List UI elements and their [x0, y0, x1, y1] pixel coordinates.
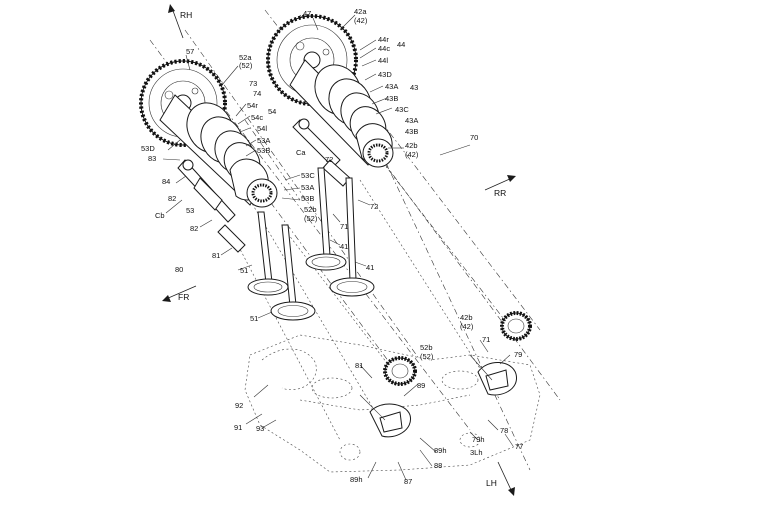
- label-91: 91: [234, 423, 242, 432]
- leader-lines: [162, 14, 514, 481]
- label-42b-2: 42b: [460, 313, 473, 322]
- label-43D: 43D: [378, 70, 392, 79]
- label-52b-2: 52b: [420, 343, 433, 352]
- label-82-2: 82: [190, 224, 198, 233]
- label-57: 57: [186, 47, 194, 56]
- label-72-1: 72: [325, 155, 333, 164]
- label-rh: RH: [180, 10, 192, 20]
- label-42b-1-paren: (42): [405, 150, 419, 159]
- label-52a-paren: (52): [239, 61, 253, 70]
- label-Cb: Cb: [155, 211, 165, 220]
- label-44: 44: [397, 40, 405, 49]
- label-89h-1: 89h: [434, 446, 447, 455]
- label-74: 74: [253, 89, 261, 98]
- label-80: 80: [175, 265, 183, 274]
- label-71-2: 71: [482, 335, 490, 344]
- label-78: 78: [500, 426, 508, 435]
- label-42b-2-paren: (42): [460, 322, 474, 331]
- label-51-1: 51: [240, 266, 248, 275]
- label-88: 88: [434, 461, 442, 470]
- label-43B-1: 43B: [385, 94, 398, 103]
- arrow-fr: FR: [162, 285, 197, 302]
- label-52a: 52a: [239, 53, 252, 62]
- label-53: 53: [186, 206, 194, 215]
- label-84: 84: [162, 177, 170, 186]
- camshaft-42a: [289, 59, 394, 168]
- label-81-2: 81: [355, 361, 363, 370]
- label-83: 83: [148, 154, 156, 163]
- valves-41: [305, 167, 375, 297]
- label-89: 89: [417, 381, 425, 390]
- label-42a: 42a: [354, 7, 367, 16]
- left-camshaft-assembly: [139, 59, 316, 321]
- label-43A-1: 43A: [385, 82, 398, 91]
- valves-51: [247, 211, 316, 321]
- label-53A-1: 53A: [257, 136, 270, 145]
- rocker-arm-43: [292, 118, 351, 187]
- label-52b-2-paren: (52): [420, 352, 434, 361]
- label-53B-2: 53B: [301, 194, 314, 203]
- label-70: 70: [470, 133, 478, 142]
- arrow-rr: RR: [484, 175, 516, 198]
- label-47: 47: [303, 9, 311, 18]
- label-89h-2: 89h: [350, 475, 363, 484]
- label-52b-1: 52b: [304, 205, 317, 214]
- arrow-rh: RH: [168, 4, 192, 39]
- label-43: 43: [410, 83, 418, 92]
- arrow-lh: LH: [486, 461, 515, 496]
- label-43A-2: 43A: [405, 116, 418, 125]
- label-54: 54: [268, 107, 276, 116]
- label-53B-1: 53B: [257, 146, 270, 155]
- label-81-1: 81: [212, 251, 220, 260]
- label-41-1: 41: [340, 242, 348, 251]
- label-43B-2: 43B: [405, 127, 418, 136]
- label-79h: 79h: [472, 435, 485, 444]
- label-72-2: 72: [370, 202, 378, 211]
- label-53C: 53C: [301, 171, 315, 180]
- rocker-arm-53: [177, 159, 246, 253]
- label-3Lh: 3Lh: [470, 448, 483, 457]
- label-44l: 44l: [378, 56, 388, 65]
- cylinder-head-3: [244, 334, 541, 473]
- label-53A-2: 53A: [301, 183, 314, 192]
- bearing-42b-exploded: [500, 311, 532, 341]
- label-51-2: 51: [250, 314, 258, 323]
- label-42a-paren: (42): [354, 16, 368, 25]
- right-camshaft-assembly: [266, 14, 394, 297]
- label-54l: 54l: [257, 124, 267, 133]
- label-82-1: 82: [168, 194, 176, 203]
- label-42b-1: 42b: [405, 141, 418, 150]
- label-92: 92: [235, 401, 243, 410]
- label-93: 93: [256, 424, 264, 433]
- bearing-52b-exploded: [383, 356, 417, 386]
- label-44c: 44c: [378, 44, 390, 53]
- label-lh: LH: [486, 478, 497, 488]
- direction-arrows: RH RR FR LH: [162, 4, 516, 496]
- label-73: 73: [249, 79, 257, 88]
- label-71-1: 71: [340, 222, 348, 231]
- label-fr: FR: [178, 292, 189, 302]
- label-79-1: 79: [514, 350, 522, 359]
- label-77: 77: [515, 442, 523, 451]
- label-54c: 54c: [251, 113, 263, 122]
- label-44r: 44r: [378, 35, 389, 44]
- label-41-2: 41: [366, 263, 374, 272]
- label-52b-1-paren: (52): [304, 214, 318, 223]
- label-54r: 54r: [247, 101, 258, 110]
- label-rr: RR: [494, 188, 506, 198]
- label-87: 87: [404, 477, 412, 486]
- label-43C-1: 43C: [395, 105, 409, 114]
- label-53D: 53D: [141, 144, 155, 153]
- reference-labels: 47 42a (42) 44r 44c 44 44l 57 52a (52) 7…: [141, 7, 523, 486]
- camshaft-52a: [159, 94, 278, 208]
- label-Ca: Ca: [296, 148, 306, 157]
